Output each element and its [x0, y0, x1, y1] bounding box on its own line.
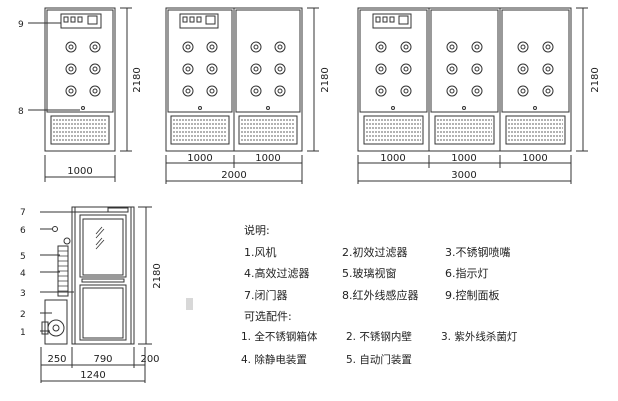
legend-item: 2.初效过滤器 [342, 246, 408, 259]
callout-2: 2 [20, 310, 26, 320]
height-dimension-3: 2180 [590, 67, 601, 92]
callout-5: 5 [20, 252, 26, 262]
legend-item: 6.指示灯 [445, 267, 489, 280]
side-width-250: 250 [47, 354, 66, 365]
triple-unit-front-view [357, 7, 588, 184]
legend-item: 3.不锈钢喷嘴 [445, 246, 511, 259]
side-height-dimension: 2180 [152, 263, 163, 288]
callout-6: 6 [20, 226, 26, 236]
callout-8: 8 [18, 107, 24, 117]
width-dimension-1000: 1000 [67, 166, 92, 177]
legend-item: 1.风机 [244, 246, 277, 259]
legend-item: 9.控制面板 [445, 289, 500, 302]
legend-item: 7.闭门器 [244, 289, 288, 302]
callout-1: 1 [20, 328, 26, 338]
side-width-200: 200 [140, 354, 159, 365]
option-item: 1. 全不锈钢箱体 [241, 331, 318, 343]
callout-4: 4 [20, 269, 26, 279]
side-width-790: 790 [93, 354, 112, 365]
single-unit-front-view [28, 7, 132, 182]
callout-3: 3 [20, 289, 26, 299]
width-dimension-1000: 1000 [522, 153, 547, 164]
side-width-1240: 1240 [80, 370, 105, 381]
width-dimension-1000: 1000 [187, 153, 212, 164]
legend-title: 说明: [244, 224, 270, 237]
side-section-view [40, 206, 152, 383]
double-unit-front-view [165, 7, 319, 184]
nozzle-grid [182, 41, 286, 97]
options-title: 可选配件: [244, 310, 292, 323]
option-item: 5. 自动门装置 [346, 354, 412, 366]
width-dimension-1000: 1000 [255, 153, 280, 164]
width-dimension-1000: 1000 [380, 153, 405, 164]
callout-9: 9 [18, 20, 24, 30]
height-dimension-1: 2180 [132, 67, 143, 92]
option-item: 3. 紫外线杀菌灯 [441, 331, 518, 343]
legend-item: 8.红外线感应器 [342, 289, 419, 302]
nozzle-grid [375, 41, 554, 97]
nozzle-grid [65, 41, 101, 97]
width-dimension-2000: 2000 [221, 170, 246, 181]
width-dimension-1000: 1000 [451, 153, 476, 164]
height-dimension-2: 2180 [320, 67, 331, 92]
width-dimension-3000: 3000 [451, 170, 476, 181]
callout-7: 7 [20, 208, 26, 218]
option-item: 2. 不锈钢内壁 [346, 331, 412, 343]
legend-item: 5.玻璃视窗 [342, 267, 397, 280]
option-item: 4. 除静电装置 [241, 354, 307, 366]
legend-item: 4.高效过滤器 [244, 267, 310, 280]
